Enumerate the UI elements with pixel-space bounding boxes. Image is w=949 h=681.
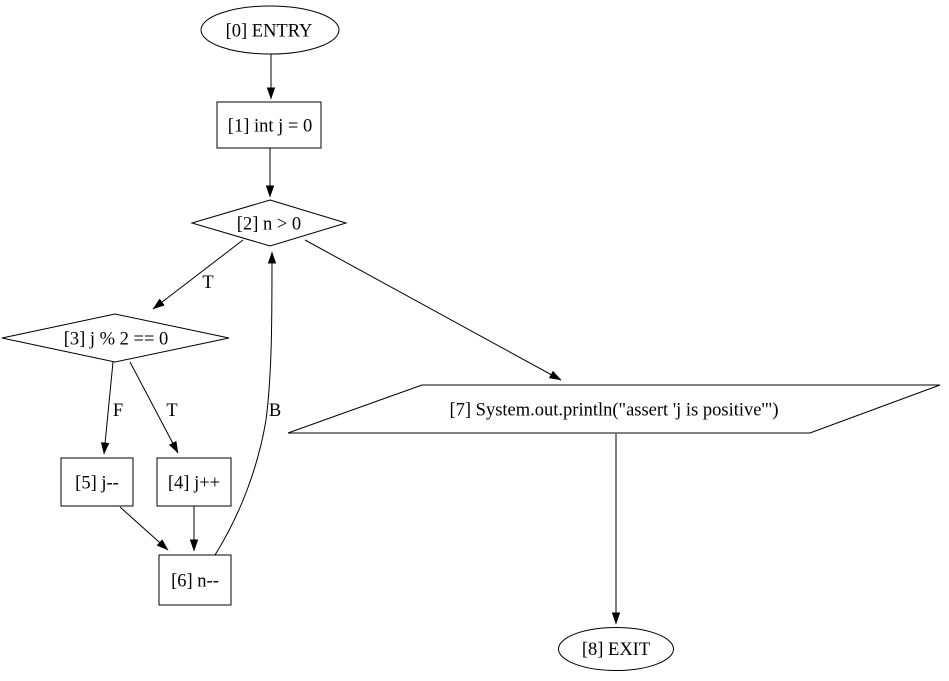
node-n-decrement: [6] n-- xyxy=(158,554,232,606)
node-init-j: [1] int j = 0 xyxy=(216,101,322,149)
edge-label-back-edge: B xyxy=(269,401,281,421)
n-decrement-box xyxy=(158,554,232,606)
edge-label-false-branch: F xyxy=(113,401,123,421)
entry-ellipse xyxy=(200,5,340,55)
node-exit: [8] EXIT xyxy=(558,627,674,671)
cond-parity-label: [3] j % 2 == 0 xyxy=(64,330,169,350)
j-decrement-label: [5] j-- xyxy=(75,474,119,494)
edge-parity-false-to-jdec xyxy=(100,361,114,455)
edge-cond-n-true-to-cond-parity xyxy=(152,239,244,310)
edge-group xyxy=(100,54,621,625)
edge-label-true-branch: T xyxy=(166,401,177,421)
init-j-box xyxy=(216,101,322,149)
j-decrement-box xyxy=(60,457,134,507)
node-j-increment: [4] j++ xyxy=(156,457,232,507)
node-entry: [0] ENTRY xyxy=(200,5,340,55)
edge-label-group: T F T B xyxy=(113,273,281,421)
node-cond-parity: [3] j % 2 == 0 xyxy=(1,313,230,363)
edge-parity-true-to-jinc xyxy=(129,361,179,454)
node-cond-n: [2] n > 0 xyxy=(190,199,348,247)
exit-ellipse xyxy=(558,627,674,671)
edge-label-true-loop: T xyxy=(202,273,213,293)
edge-cond-n-false-to-println xyxy=(304,239,562,381)
j-increment-box xyxy=(156,457,232,507)
cond-n-diamond xyxy=(190,199,348,247)
init-j-label: [1] int j = 0 xyxy=(228,117,312,137)
j-increment-label: [4] j++ xyxy=(168,474,220,494)
entry-label: [0] ENTRY xyxy=(226,22,313,42)
cond-parity-diamond xyxy=(1,313,230,363)
edge-back-ndec-to-cond-n xyxy=(214,251,277,556)
println-parallelogram xyxy=(287,384,941,434)
n-decrement-label: [6] n-- xyxy=(171,572,219,592)
exit-label: [8] EXIT xyxy=(582,640,650,660)
edge-jdec-to-ndec xyxy=(119,506,169,551)
node-println: [7] System.out.println("assert 'j is pos… xyxy=(287,384,941,434)
cond-n-label: [2] n > 0 xyxy=(237,215,301,235)
println-label: [7] System.out.println("assert 'j is pos… xyxy=(449,401,778,421)
node-j-decrement: [5] j-- xyxy=(60,457,134,507)
